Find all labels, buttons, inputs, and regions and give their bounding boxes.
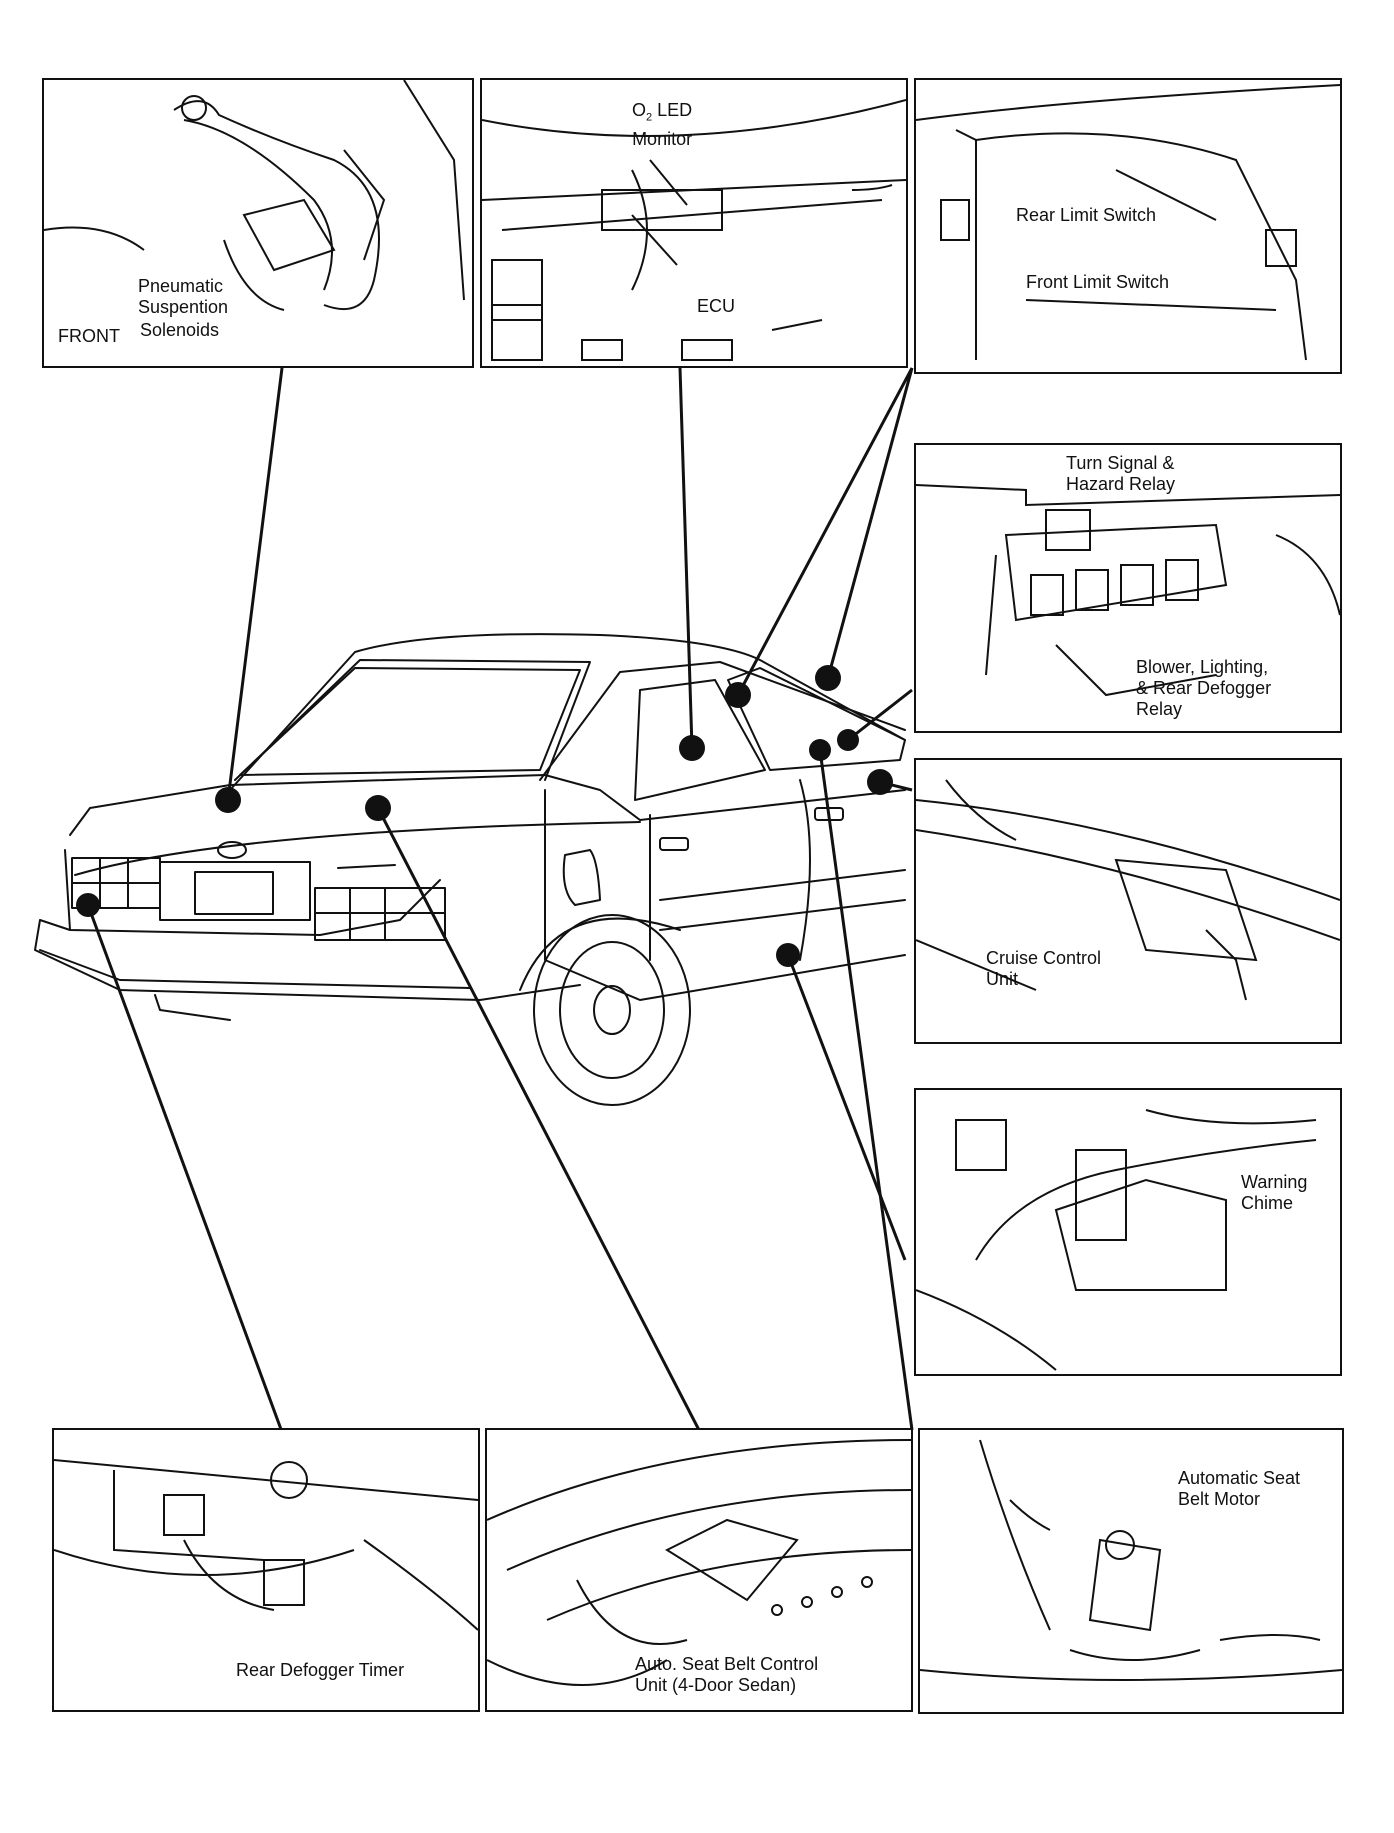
seatbelt-motor-line-2: Belt Motor	[1178, 1489, 1261, 1509]
cruise-line-2: Unit	[986, 969, 1019, 989]
defogger-timer-label: Rear Defogger Timer	[236, 1660, 405, 1680]
panel-seatbelt-control: Auto. Seat Belt Control Unit (4-Door Sed…	[485, 1428, 913, 1712]
limit-switch-sketch	[916, 84, 1340, 361]
seatbelt-motor-label: Automatic Seat Belt Motor	[1178, 1468, 1300, 1510]
panel-cruise-control: Cruise Control Unit	[914, 758, 1342, 1044]
blower-line-1: Blower, Lighting,	[1136, 657, 1269, 677]
pneumatic-line-2: Suspention	[138, 297, 229, 317]
monitor-line: Monitor	[632, 128, 693, 149]
leader-lines	[86, 367, 914, 1433]
o2-prefix: O	[632, 100, 647, 120]
front-limit-label: Front Limit Switch	[1026, 272, 1170, 292]
blower-label: Blower, Lighting, & Rear Defogger Relay	[1136, 657, 1271, 720]
defogger-sketch	[54, 1459, 478, 1631]
blower-line-3: Relay	[1136, 699, 1183, 719]
relay-sketch	[916, 484, 1340, 697]
seatbelt-control-line-2: Unit (4-Door Sedan)	[635, 1675, 797, 1695]
seatbelt-control-label: Auto. Seat Belt Control Unit (4-Door Sed…	[635, 1654, 818, 1696]
o2-rest: LED	[652, 100, 693, 120]
panel-warning-chime: Warning Chime	[914, 1088, 1342, 1376]
cruise-sketch	[916, 779, 1340, 1001]
seatbelt-control-line-1: Auto. Seat Belt Control	[635, 1654, 819, 1674]
ecu-sketch	[482, 99, 906, 361]
panel-relays: Turn Signal & Hazard Relay Blower, Light…	[914, 443, 1342, 733]
o2-led-line: O2 LED	[632, 100, 692, 129]
rear-limit-label: Rear Limit Switch	[1016, 205, 1157, 225]
warning-chime-label: Warning Chime	[1241, 1172, 1307, 1214]
panel-seatbelt-motor: Automatic Seat Belt Motor	[918, 1428, 1344, 1714]
seatbelt-control-sketch	[487, 1439, 911, 1686]
panel-pneumatic-solenoids: Pneumatic Suspention FRONT Solenoids	[42, 78, 474, 368]
pneumatic-line-1: Pneumatic	[138, 276, 224, 296]
panel-o2-ecu: O2 LED Monitor ECU	[480, 78, 908, 368]
turn-signal-line-2: Hazard Relay	[1066, 474, 1176, 494]
solenoid-sketch	[44, 80, 465, 311]
turn-signal-label: Turn Signal & Hazard Relay	[1066, 453, 1175, 495]
cruise-line-1: Cruise Control	[986, 948, 1102, 968]
pneumatic-label: Pneumatic Suspention	[138, 276, 228, 318]
cruise-label: Cruise Control Unit	[986, 948, 1101, 990]
panel-limit-switches: Rear Limit Switch Front Limit Switch	[914, 78, 1342, 374]
solenoids-label: Solenoids	[140, 320, 220, 340]
chime-sketch	[916, 1109, 1317, 1371]
o2-sub: 2	[646, 111, 653, 124]
panel-defogger-timer: Rear Defogger Timer	[52, 1428, 480, 1712]
blower-line-2: & Rear Defogger	[1136, 678, 1272, 698]
car-outline	[34, 633, 906, 1106]
seatbelt-motor-sketch	[920, 1439, 1342, 1681]
seatbelt-motor-line-1: Automatic Seat	[1178, 1468, 1301, 1488]
warning-line-2: Chime	[1241, 1193, 1294, 1213]
o2-led-label: O2 LED Monitor	[632, 100, 692, 150]
turn-signal-line-1: Turn Signal &	[1066, 453, 1175, 473]
callout-dots	[76, 665, 893, 967]
warning-line-1: Warning	[1241, 1172, 1308, 1192]
front-label: FRONT	[58, 326, 120, 346]
ecu-label: ECU	[697, 296, 736, 316]
